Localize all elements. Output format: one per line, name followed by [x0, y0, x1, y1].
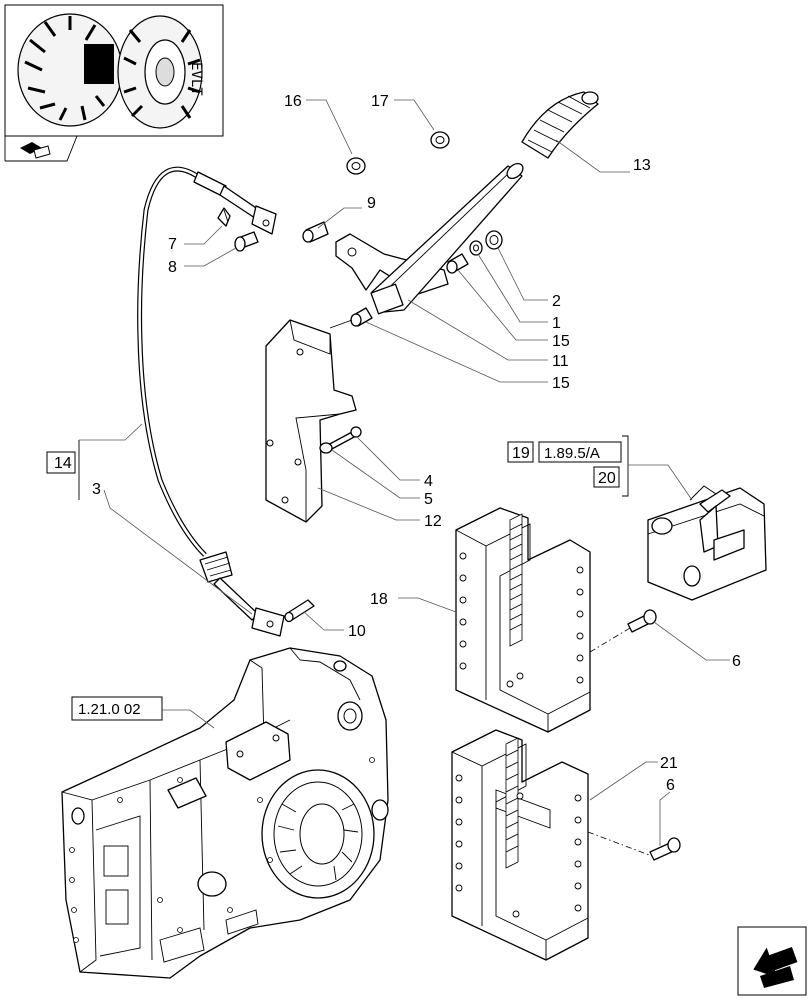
- callout-5[interactable]: 5: [424, 491, 433, 508]
- reference-box-1-89-5-a[interactable]: [538, 441, 622, 463]
- callout-11[interactable]: 11: [552, 353, 569, 370]
- reference-bracket-19-20: [507, 435, 693, 501]
- callout-labels: 16 17 13 9 7 8 2 1 15 11 15 4 5 12 14 3 …: [54, 93, 741, 794]
- spacer-11[interactable]: [329, 307, 373, 329]
- svg-text:EVLT: EVLT: [188, 62, 204, 96]
- callout-8[interactable]: 8: [168, 259, 177, 276]
- camera-view-icon: [20, 142, 51, 159]
- callout-16[interactable]: 16: [284, 93, 302, 110]
- callout-4[interactable]: 4: [424, 473, 433, 490]
- bushing-17[interactable]: [430, 131, 450, 149]
- callout-19[interactable]: 19: [512, 445, 530, 462]
- callout-3[interactable]: 3: [92, 481, 101, 498]
- nut-2[interactable]: [485, 230, 503, 250]
- callout-1[interactable]: 1: [552, 315, 561, 332]
- callout-2[interactable]: 2: [552, 293, 561, 310]
- bolt-6-lower[interactable]: [649, 837, 681, 861]
- hand-lever[interactable]: [370, 161, 526, 315]
- bolt-axis-line: [587, 831, 653, 857]
- callout-14[interactable]: 14: [54, 455, 72, 472]
- callout-7[interactable]: 7: [168, 236, 177, 253]
- next-page-arrow-icon[interactable]: [737, 926, 807, 996]
- reference-1-89-5-a[interactable]: 1.89.5/A: [544, 445, 600, 462]
- support-bracket-plate[interactable]: [265, 319, 357, 523]
- reference-bracket-14-3: [46, 423, 143, 500]
- washer-5[interactable]: [319, 442, 333, 454]
- callout-21[interactable]: 21: [660, 755, 678, 772]
- callout-20[interactable]: 20: [598, 470, 616, 487]
- callout-12[interactable]: 12: [424, 513, 442, 530]
- clevis-pin[interactable]: [234, 231, 259, 252]
- pin-10[interactable]: [284, 599, 315, 623]
- control-cable[interactable]: [137, 166, 285, 637]
- callout-box-14[interactable]: [46, 451, 76, 474]
- callout-18[interactable]: 18: [370, 591, 388, 608]
- callout-13[interactable]: 13: [633, 157, 651, 174]
- callout-9[interactable]: 9: [367, 195, 376, 212]
- callout-10[interactable]: 10: [348, 623, 366, 640]
- drawbar-guide-upper[interactable]: [455, 507, 591, 733]
- callout-15-a[interactable]: 15: [552, 333, 570, 350]
- bolt-6-upper[interactable]: [627, 609, 657, 633]
- callout-17[interactable]: 17: [371, 93, 389, 110]
- washer-1[interactable]: [469, 240, 483, 256]
- bushing-16[interactable]: [346, 157, 366, 175]
- callout-6-lower[interactable]: 6: [666, 777, 675, 794]
- callout-box-20[interactable]: [593, 466, 620, 488]
- hitch-latch-unit[interactable]: [647, 485, 767, 601]
- drawbar-guide-lower[interactable]: [451, 729, 589, 961]
- reference-1-21-0-02[interactable]: 1.21.0 02: [78, 701, 141, 718]
- callout-15-b[interactable]: 15: [552, 375, 570, 392]
- leader-lines: [103, 99, 730, 846]
- rear-transmission-housing[interactable]: [61, 647, 389, 979]
- callout-6-upper[interactable]: 6: [732, 653, 741, 670]
- split-pin[interactable]: [217, 207, 231, 227]
- callout-box-19[interactable]: [507, 441, 534, 463]
- spacer-15[interactable]: [446, 253, 469, 274]
- reference-box-1-21-0-02[interactable]: [71, 696, 163, 721]
- bolt-axis-line: [589, 627, 631, 653]
- lever-grip[interactable]: [521, 91, 599, 159]
- bushing-9[interactable]: [302, 221, 329, 243]
- tractor-rear-thumbnail[interactable]: EVLT: [4, 4, 224, 162]
